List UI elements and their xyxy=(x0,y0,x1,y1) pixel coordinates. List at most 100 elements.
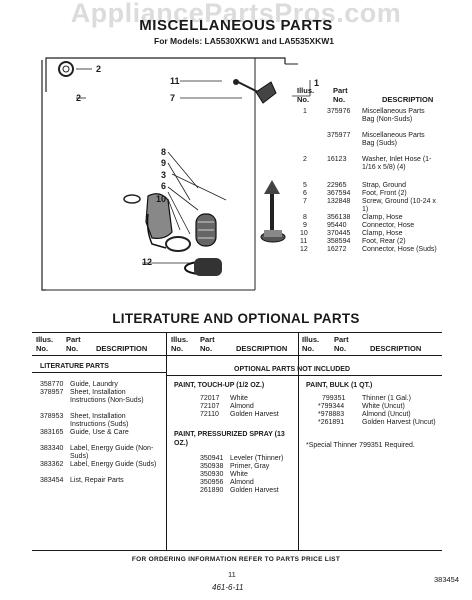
callout-label: 9 xyxy=(161,158,167,168)
callout-label: 2 xyxy=(96,64,102,74)
table-cell-part: 350930 xyxy=(200,471,224,478)
table-cell-desc: Connector, Hose (Suds) xyxy=(362,246,437,253)
divider xyxy=(32,372,166,373)
divider xyxy=(32,550,442,551)
divider xyxy=(298,332,299,550)
table-cell-desc: Clamp, Hose xyxy=(362,214,403,221)
table-cell-illus: 8 xyxy=(303,214,307,221)
table-cell-desc: Screw, Ground (10-24 x 1) xyxy=(362,198,436,213)
table-cell-desc: List, Repair Parts xyxy=(70,477,124,484)
table-cell-part: 350956 xyxy=(200,479,224,486)
table-cell-desc: Almond xyxy=(230,479,254,486)
divider xyxy=(166,375,442,376)
table-cell-part: 350941 xyxy=(200,455,224,462)
literature-heading: LITERATURE PARTS xyxy=(40,363,109,370)
table-cell-part: 370445 xyxy=(327,230,351,237)
table-cell-part: 72107 xyxy=(200,403,220,410)
table-cell-part: 72017 xyxy=(200,395,220,402)
table-cell-desc: Connector, Hose xyxy=(362,222,415,229)
table-cell-part: 95440 xyxy=(327,222,347,229)
table-cell-part: 16272 xyxy=(327,246,347,253)
paint-touchup-heading: PAINT, TOUCH-UP (1/2 OZ.) xyxy=(174,382,265,389)
table-cell-desc: Label, Energy Guide (Non-Suds) xyxy=(70,445,154,460)
table-cell-desc: Washer, Inlet Hose (1-1/16 x 5/8) (4) xyxy=(362,156,432,171)
paint-spray-heading: PAINT, PRESSURIZED SPRAY (13 OZ.) xyxy=(174,431,285,447)
table-cell-illus: 12 xyxy=(300,246,308,253)
table-cell-illus: 9 xyxy=(303,222,307,229)
table-cell-desc: Foot, Front (2) xyxy=(362,190,407,197)
table-cell-part: *261891 xyxy=(318,419,345,426)
table-cell-desc: Miscellaneous Parts Bag (Non-Suds) xyxy=(362,108,425,123)
page-title: MISCELLANEOUS PARTS xyxy=(139,17,333,34)
document-number: 383454 xyxy=(434,575,460,584)
col-header-description: DESCRIPTION xyxy=(236,344,288,353)
table-cell-desc: Foot, Rear (2) xyxy=(362,238,406,245)
ground-strap-icon xyxy=(180,79,277,104)
table-cell-desc: White xyxy=(230,395,248,402)
paint-bulk-heading: PAINT, BULK (1 QT.) xyxy=(306,382,373,389)
page-number: 11 xyxy=(228,570,236,579)
table-cell-desc: Sheet, Installation Instructions (Suds) xyxy=(70,413,129,428)
divider xyxy=(32,355,442,356)
callout-label: 6 xyxy=(161,181,167,191)
table-cell-part: 383362 xyxy=(40,461,64,468)
col-header-illus: Illus. No. xyxy=(297,86,315,104)
table-cell-part: 350938 xyxy=(200,463,224,470)
table-cell-part: 383454 xyxy=(40,477,64,484)
table-cell-desc: Golden Harvest xyxy=(230,411,279,418)
ordering-note: FOR ORDERING INFORMATION REFER TO PARTS … xyxy=(131,556,341,563)
col-header-description: DESCRIPTION xyxy=(96,344,148,353)
watermark: AppliancePartsPros.com xyxy=(70,0,402,28)
col-header-part: Part No. xyxy=(333,86,348,104)
foot-icon xyxy=(260,180,286,243)
table-cell-desc: Miscellaneous Parts Bag (Suds) xyxy=(362,132,425,147)
callout-label: 2 xyxy=(76,93,82,103)
table-cell-illus: 6 xyxy=(303,190,307,197)
col-header-part: Part No. xyxy=(200,335,215,353)
table-cell-illus: 11 xyxy=(300,238,308,245)
parts-diagram xyxy=(41,57,311,291)
col-header-description: DESCRIPTION xyxy=(382,95,434,104)
table-cell-illus: 2 xyxy=(303,156,307,163)
table-cell-part: 375976 xyxy=(327,108,351,115)
special-thinner-note: *Special Thinner 799351 Required. xyxy=(306,442,415,449)
table-cell-desc: White xyxy=(230,471,248,478)
table-cell-desc: Golden Harvest xyxy=(230,487,279,494)
col-header-description: DESCRIPTION xyxy=(370,344,422,353)
table-cell-part: 799351 xyxy=(322,395,346,402)
table-cell-desc: Clamp, Hose xyxy=(362,230,403,237)
col-header-illus: Illus. No. xyxy=(171,335,189,353)
table-cell-desc: Primer, Gray xyxy=(230,463,270,470)
table-cell-desc: Almond xyxy=(230,403,254,410)
callout-label: 3 xyxy=(161,170,167,180)
table-cell-part: 16123 xyxy=(327,156,347,163)
table-cell-illus: 1 xyxy=(303,108,307,115)
table-cell-part: 72110 xyxy=(200,411,219,418)
table-cell-part: 383340 xyxy=(40,445,64,452)
table-cell-desc: Label, Energy Guide (Suds) xyxy=(70,461,157,468)
table-cell-illus: 7 xyxy=(303,198,307,205)
table-cell-part: 261890 xyxy=(200,487,224,494)
table-cell-illus: 5 xyxy=(303,182,307,189)
table-cell-desc: Guide, Laundry xyxy=(70,381,118,388)
table-cell-part: 132848 xyxy=(327,198,351,205)
table-cell-part: 358594 xyxy=(327,238,351,245)
table-cell-desc: Guide, Use & Care xyxy=(70,429,129,436)
callout-label: 10 xyxy=(156,194,167,204)
handwritten-note: 461-6-11 xyxy=(212,583,244,592)
model-numbers: For Models: LA5530XKW1 and LA5535XKW1 xyxy=(154,36,334,46)
col-header-illus: Illus. No. xyxy=(36,335,54,353)
table-cell-part: 358770 xyxy=(40,381,64,388)
table-cell-illus: 10 xyxy=(300,230,308,237)
col-header-part: Part No. xyxy=(334,335,349,353)
table-cell-part: 378957 xyxy=(40,389,64,396)
callout-label: 12 xyxy=(142,257,153,267)
divider xyxy=(32,332,442,333)
callout-label: 8 xyxy=(161,147,167,157)
section-title: LITERATURE AND OPTIONAL PARTS xyxy=(112,311,360,326)
table-cell-part: *799344 xyxy=(318,403,345,410)
table-cell-desc: Almond (Uncut) xyxy=(362,411,411,418)
table-cell-desc: White (Uncut) xyxy=(362,403,405,410)
callout-label: 7 xyxy=(170,93,176,103)
washer-icon xyxy=(58,61,92,77)
